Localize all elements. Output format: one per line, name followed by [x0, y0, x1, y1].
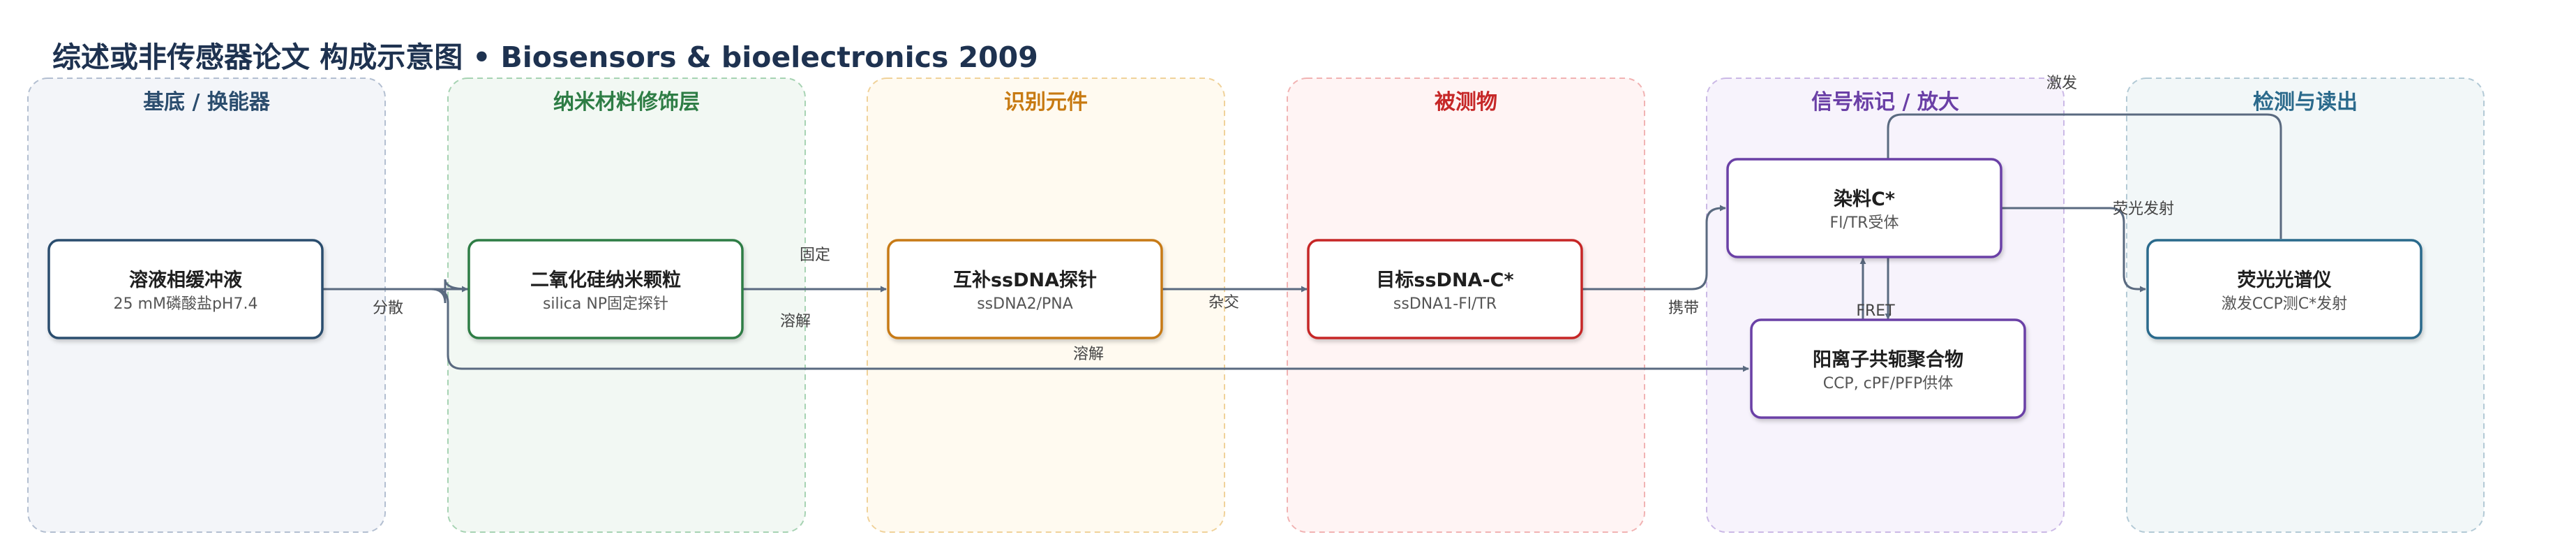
node-buffer: 溶液相缓冲液 25 mM磷酸盐pH7.4 [47, 239, 324, 339]
node-spectrometer: 荧光光谱仪 激发CCP测C*发射 [2146, 239, 2423, 339]
node-probe: 互补ssDNA探针 ssDNA2/PNA [887, 239, 1163, 339]
node-target-title: 目标ssDNA-C* [1376, 270, 1513, 291]
edge-target-to-dye [1582, 205, 1726, 291]
edge-label-carry: 携带 [1668, 300, 1699, 317]
node-polymer: 阳离子共轭聚合物 CCP, cPF/PFP供体 [1750, 318, 2026, 419]
lane-label-detection: 检测与读出 [2253, 90, 2358, 115]
node-buffer-subtitle: 25 mM磷酸盐pH7.4 [114, 295, 258, 313]
node-silica-title: 二氧化硅纳米颗粒 [530, 269, 681, 291]
edge-buffer-to-polymer [322, 288, 1749, 372]
edge-label-disperse: 分散 [373, 300, 403, 317]
lane-label-nano: 纳米材料修饰层 [553, 90, 700, 115]
node-probe-subtitle: ssDNA2/PNA [977, 295, 1073, 313]
edge-label-dissolve-2: 溶解 [780, 313, 811, 330]
title-chinese: 综述或非传感器论文 构成示意图 [52, 41, 463, 74]
title-separator: • [472, 41, 491, 74]
edge-label-dissolve-3: 溶解 [1073, 346, 1104, 363]
node-spectrometer-title: 荧光光谱仪 [2238, 269, 2332, 291]
node-probe-title: 互补ssDNA探针 [953, 270, 1097, 291]
edge-label-immobilize: 固定 [800, 247, 830, 264]
title-english: Biosensors & bioelectronics 2009 [500, 41, 1038, 74]
lane-label-signal: 信号标记 / 放大 [1811, 90, 1959, 115]
node-buffer-title: 溶液相缓冲液 [129, 269, 242, 291]
node-target: 目标ssDNA-C* ssDNA1-Fl/TR [1307, 239, 1583, 339]
lane-label-substrate: 基底 / 换能器 [143, 90, 271, 115]
node-dye: 染料C* Fl/TR受体 [1726, 158, 2002, 258]
node-polymer-title: 阳离子共轭聚合物 [1813, 348, 1963, 371]
lane-label-recognition: 识别元件 [1004, 90, 1088, 115]
edge-label-excite: 激发 [2046, 75, 2077, 92]
node-spectrometer-subtitle: 激发CCP测C*发射 [2222, 295, 2347, 313]
edge-label-hybridize: 杂交 [1208, 294, 1239, 311]
node-target-subtitle: ssDNA1-Fl/TR [1393, 295, 1497, 313]
node-polymer-subtitle: CCP, cPF/PFP供体 [1823, 375, 1954, 392]
node-dye-subtitle: Fl/TR受体 [1830, 214, 1899, 232]
nodes: 溶液相缓冲液 25 mM磷酸盐pH7.4 二氧化硅纳米颗粒 silica NP固… [47, 158, 2423, 419]
edge-label-fret: FRET [1856, 302, 1895, 320]
edge-label-emission: 荧光发射 [2113, 200, 2174, 218]
node-silica: 二氧化硅纳米颗粒 silica NP固定探针 [467, 239, 744, 339]
edge-spectro-to-polymer [1885, 113, 2282, 320]
node-silica-subtitle: silica NP固定探针 [543, 295, 668, 313]
lane-label-analyte: 被测物 [1435, 90, 1497, 115]
edge-dye-to-spectro [1998, 207, 2146, 293]
node-dye-title: 染料C* [1834, 189, 1895, 210]
page-title: 综述或非传感器论文 构成示意图 • Biosensors & bioelectron… [52, 34, 1038, 75]
